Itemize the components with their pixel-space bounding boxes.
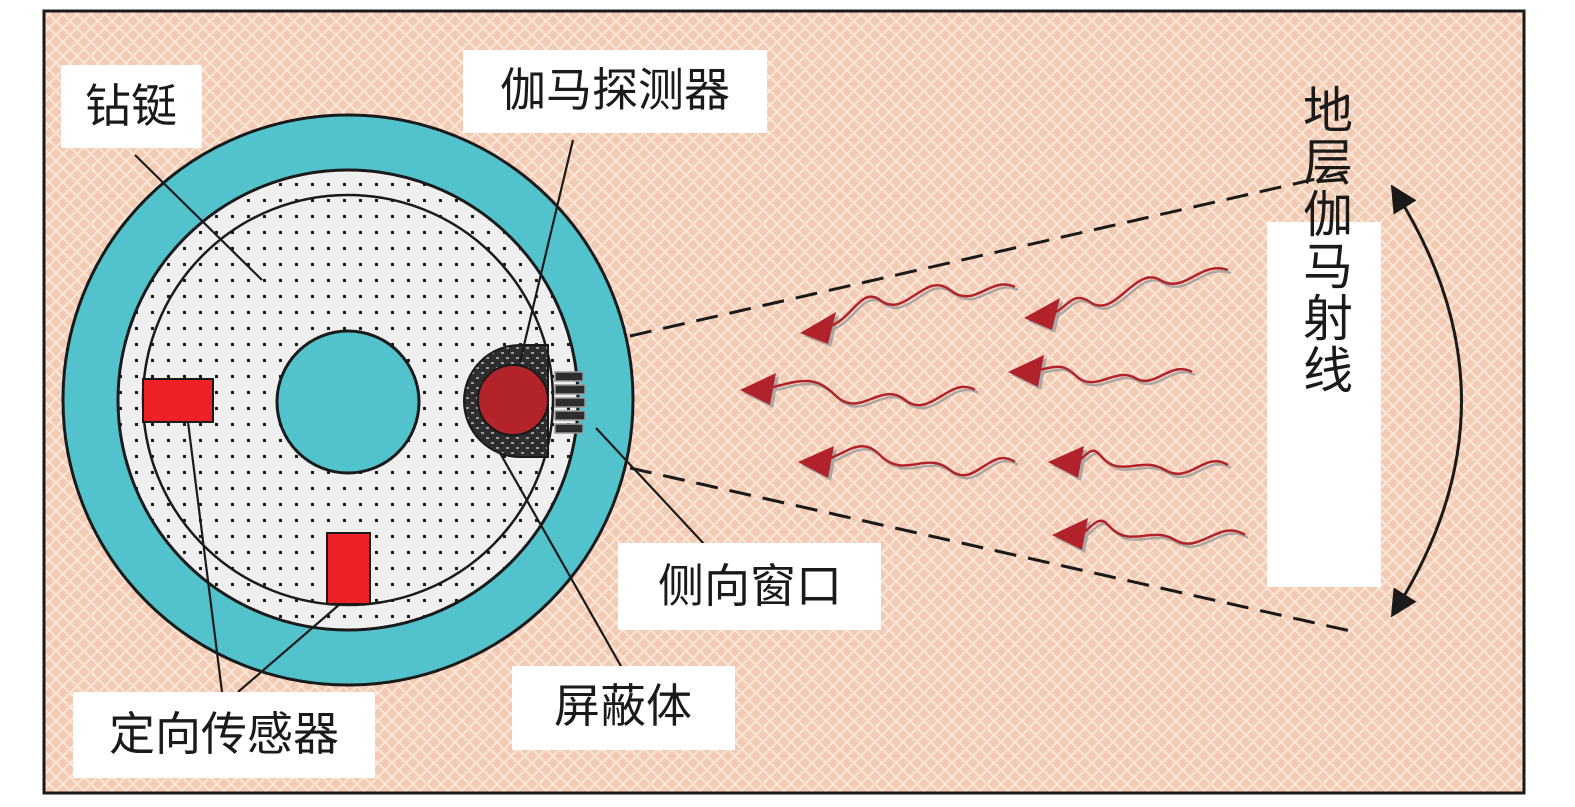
wavy-arrow-icon <box>1052 518 1246 550</box>
wavy-arrow-icon <box>1048 446 1229 478</box>
drill-collar-label: 钻铤 <box>85 79 177 133</box>
formation-gamma-label-box <box>1267 222 1381 587</box>
leader-lines <box>134 139 706 693</box>
orientation-sensor-bottom <box>326 532 371 605</box>
gamma-detector <box>477 364 549 436</box>
orientation-sensor-label: 定向传感器 <box>109 707 339 761</box>
drill-collar-label-box <box>61 65 202 148</box>
side-window-label: 侧向窗口 <box>658 559 842 613</box>
side-window-slots <box>554 371 586 434</box>
orientation-sensor-label-box <box>73 692 375 778</box>
orientation-sensor-left <box>142 378 214 423</box>
double-headed-arc-arrow-icon <box>1390 184 1463 618</box>
wavy-arrow-icon <box>1024 267 1229 330</box>
side-window-label-box <box>618 543 881 630</box>
shield-label: 屏蔽体 <box>554 679 692 733</box>
wavy-arrow-icon <box>800 283 1016 344</box>
gamma-detector-label-box <box>463 50 767 133</box>
wavy-arrow-icon <box>740 373 976 407</box>
formation-gamma-label: 地层伽马射线 <box>1295 84 1353 396</box>
wavy-arrow-icon <box>1008 355 1193 387</box>
detection-angle-upper-line <box>629 168 1356 338</box>
detection-angle-lower-line <box>629 466 1356 634</box>
gamma-detector-label: 伽马探测器 <box>500 63 730 117</box>
gamma-rays <box>740 267 1246 550</box>
center-bore <box>275 329 421 475</box>
shield-label-box <box>512 666 735 750</box>
wavy-arrow-icon <box>798 445 1016 478</box>
